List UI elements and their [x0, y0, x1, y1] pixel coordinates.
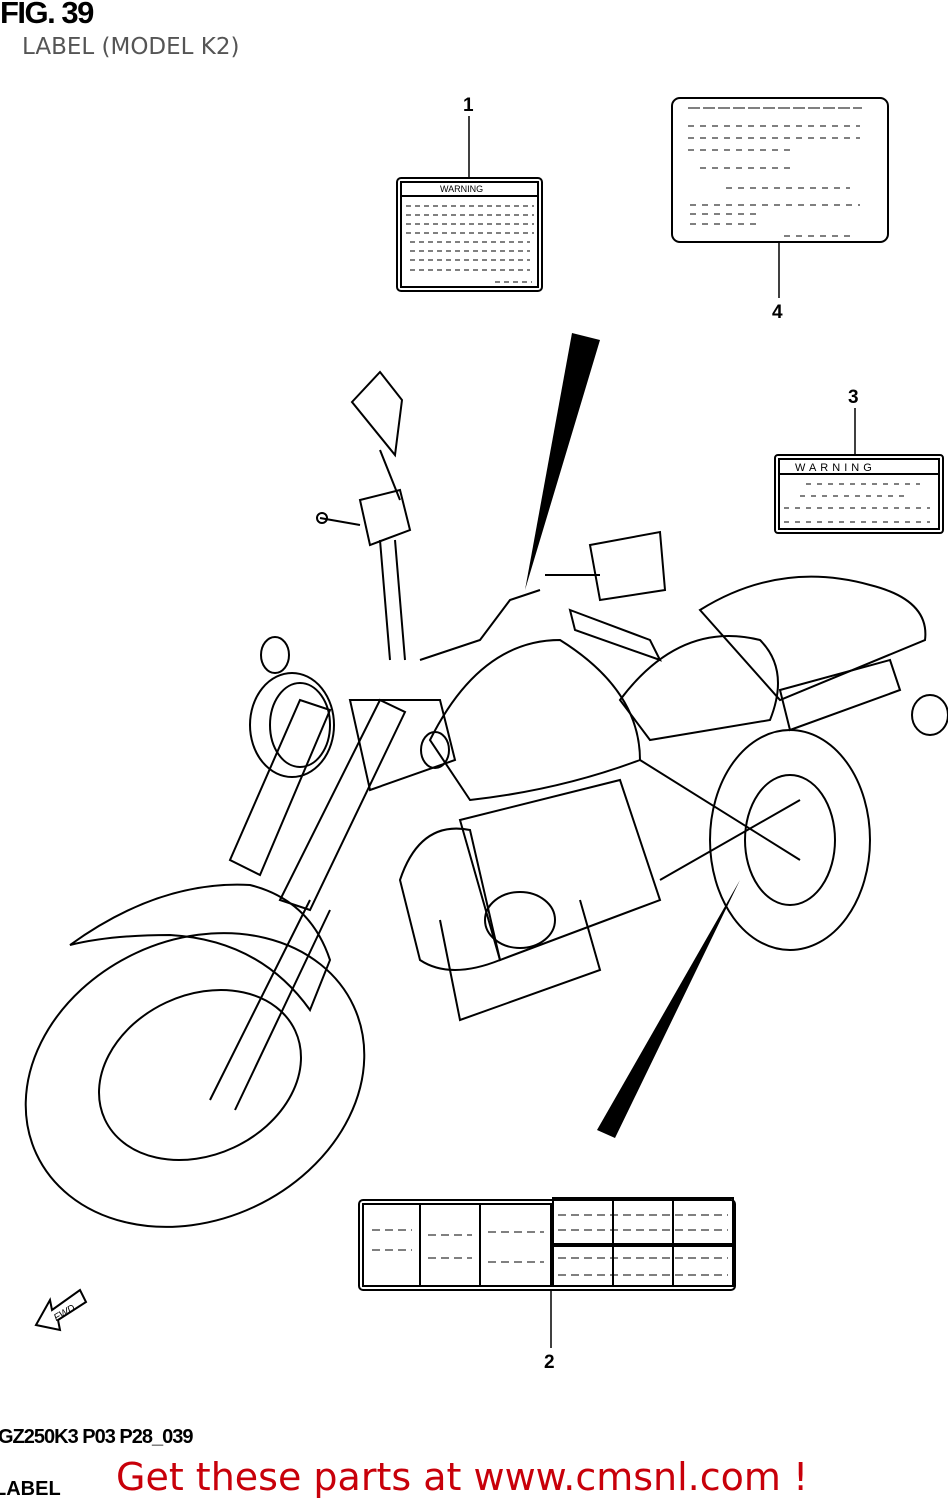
- figure-subtitle: LABEL (MODEL K2): [22, 34, 240, 60]
- leader-label-1: [525, 333, 600, 590]
- label-1-heading: WARNING: [440, 184, 483, 194]
- fwd-arrow-icon: FWD: [34, 1288, 88, 1332]
- figure-number: FIG. 39: [0, 0, 94, 30]
- callout-4: 4: [772, 302, 783, 323]
- motorcycle-drawing: [24, 370, 948, 1228]
- label-1[interactable]: WARNING: [396, 177, 543, 292]
- promo-link[interactable]: Get these parts at www.cmsnl.com !: [116, 1455, 809, 1499]
- label-4[interactable]: [671, 97, 889, 243]
- leader-label-2: [597, 880, 740, 1138]
- label-3-heading: WARNING: [795, 462, 876, 474]
- section-name: LABEL: [0, 1478, 61, 1500]
- callout-3: 3: [848, 387, 859, 408]
- callout-1: 1: [463, 95, 474, 116]
- label-3[interactable]: WARNING: [774, 454, 944, 534]
- drawing-code: GZ250K3 P03 P28_039: [0, 1426, 193, 1448]
- fwd-label: FWD: [52, 1303, 77, 1324]
- label-2[interactable]: [358, 1197, 736, 1291]
- callout-2: 2: [544, 1352, 555, 1373]
